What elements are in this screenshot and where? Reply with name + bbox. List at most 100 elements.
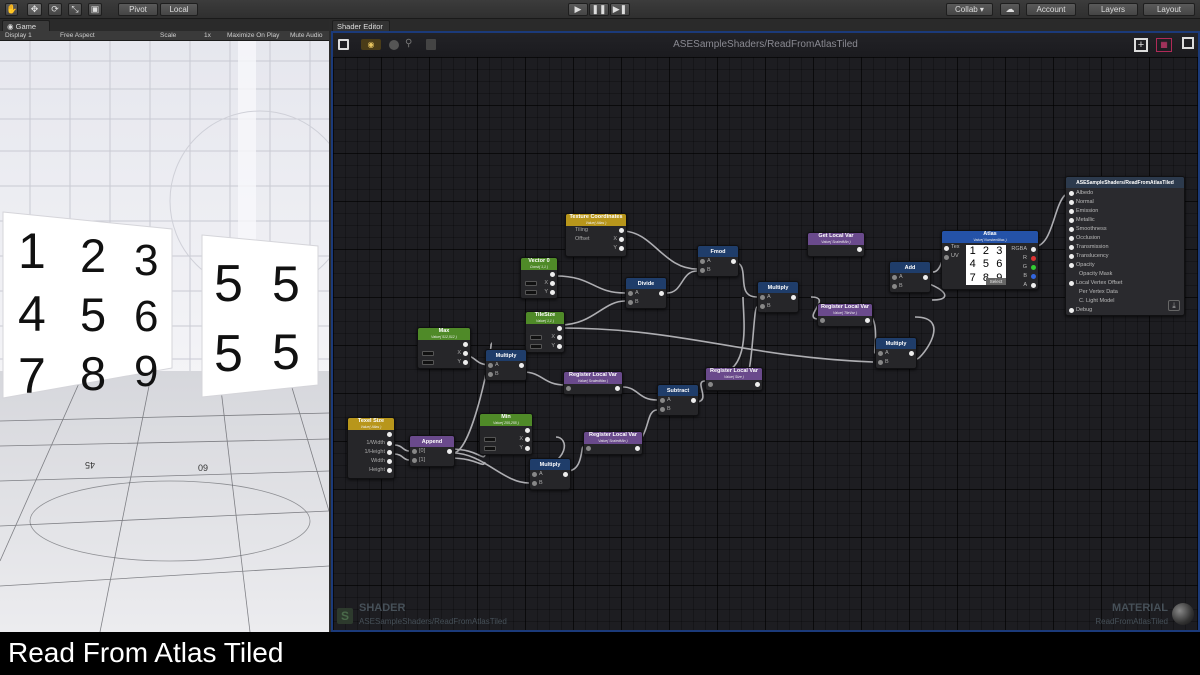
output-port-row[interactable]: Opacity xyxy=(1066,261,1184,270)
input-pin[interactable] xyxy=(760,295,765,300)
output-pin[interactable] xyxy=(387,459,392,464)
input-pin[interactable] xyxy=(628,300,633,305)
mute-audio-toggle[interactable]: Mute Audio xyxy=(290,32,323,39)
add-node-icon[interactable]: + xyxy=(1134,38,1148,52)
output-pin[interactable] xyxy=(387,441,392,446)
open-file-icon[interactable] xyxy=(426,39,436,50)
output-pin[interactable] xyxy=(755,382,760,387)
output-pin[interactable] xyxy=(463,342,468,347)
output-pin[interactable] xyxy=(550,290,555,295)
input-pin[interactable] xyxy=(1069,236,1074,241)
input-pin[interactable] xyxy=(488,372,493,377)
output-port-row[interactable]: Per Vertex Data xyxy=(1066,288,1184,297)
display-dropdown[interactable]: Display 1 xyxy=(5,32,32,39)
maximize-on-play-toggle[interactable]: Maximize On Play xyxy=(227,32,280,39)
tab-shader-editor[interactable]: Shader Editor xyxy=(332,20,390,32)
output-pin[interactable] xyxy=(615,386,620,391)
output-pin[interactable] xyxy=(519,363,524,368)
input-pin[interactable] xyxy=(1069,200,1074,205)
output-pin[interactable] xyxy=(557,344,562,349)
output-pin[interactable] xyxy=(923,275,928,280)
value-field[interactable] xyxy=(530,344,542,349)
value-field[interactable] xyxy=(525,290,537,295)
input-pin[interactable] xyxy=(586,446,591,451)
input-pin[interactable] xyxy=(660,398,665,403)
output-pin[interactable] xyxy=(1031,247,1036,252)
output-pin[interactable] xyxy=(857,247,862,252)
input-pin[interactable] xyxy=(660,407,665,412)
value-field[interactable] xyxy=(530,335,542,340)
collab-dropdown[interactable]: Collab ▾ xyxy=(946,3,993,16)
output-pin[interactable] xyxy=(557,335,562,340)
add-node[interactable]: Add A B xyxy=(889,261,931,293)
multiply-node[interactable]: Multiply A B xyxy=(529,458,571,490)
layout-dropdown[interactable]: Layout xyxy=(1143,3,1195,16)
input-pin[interactable] xyxy=(878,360,883,365)
scale-value[interactable]: 1x xyxy=(204,32,211,39)
input-pin[interactable] xyxy=(1069,209,1074,214)
output-pin[interactable] xyxy=(909,351,914,356)
output-pin[interactable] xyxy=(463,351,468,356)
input-pin[interactable] xyxy=(1069,299,1074,304)
preview-sphere-icon[interactable] xyxy=(389,40,399,50)
move-tool-button[interactable]: ✥ xyxy=(27,3,42,16)
select-texture-button[interactable]: Select xyxy=(986,278,1006,285)
output-port-row[interactable]: Opacity Mask xyxy=(1066,270,1184,279)
input-pin[interactable] xyxy=(892,275,897,280)
input-pin[interactable] xyxy=(944,246,949,251)
output-port-row[interactable]: Transmission xyxy=(1066,243,1184,252)
output-pin[interactable] xyxy=(525,437,530,442)
scale-tool-button[interactable]: ⤡ xyxy=(68,3,82,16)
output-pin[interactable] xyxy=(619,246,624,251)
value-field[interactable] xyxy=(422,360,434,365)
input-pin[interactable] xyxy=(1069,218,1074,223)
divide-node[interactable]: Divide A B xyxy=(625,277,667,309)
input-pin[interactable] xyxy=(412,458,417,463)
input-pin[interactable] xyxy=(1069,254,1074,259)
output-pin[interactable] xyxy=(731,259,736,264)
output-pin[interactable] xyxy=(447,449,452,454)
toggle-panel-icon[interactable] xyxy=(1182,37,1194,49)
output-pin[interactable] xyxy=(635,446,640,451)
fmod-node[interactable]: Fmod A B xyxy=(697,245,739,277)
output-port-row[interactable]: Occlusion xyxy=(1066,234,1184,243)
output-port-row[interactable]: Debug xyxy=(1066,306,1184,315)
input-pin[interactable] xyxy=(566,386,571,391)
input-pin[interactable] xyxy=(1069,227,1074,232)
output-port-row[interactable]: Metallic xyxy=(1066,216,1184,225)
value-field[interactable] xyxy=(422,351,434,356)
tab-game[interactable]: ◉ Game xyxy=(2,20,50,32)
aspect-dropdown[interactable]: Free Aspect xyxy=(60,32,95,39)
output-pin[interactable] xyxy=(619,237,624,242)
output-pin[interactable] xyxy=(525,428,530,433)
layers-dropdown[interactable]: Layers xyxy=(1088,3,1138,16)
input-pin[interactable] xyxy=(532,481,537,486)
multiply-node[interactable]: Multiply A B xyxy=(875,337,917,369)
input-pin[interactable] xyxy=(1069,263,1074,268)
input-pin[interactable] xyxy=(820,318,825,323)
maximize-panel-icon[interactable] xyxy=(338,39,349,50)
output-port-row[interactable]: Translucency xyxy=(1066,252,1184,261)
input-pin[interactable] xyxy=(1069,308,1074,313)
save-icon[interactable]: ◉ xyxy=(361,39,381,50)
output-port-row[interactable]: C. Light Model xyxy=(1066,297,1184,306)
local-toggle[interactable]: Local xyxy=(160,3,198,16)
input-pin[interactable] xyxy=(892,284,897,289)
output-port-row[interactable]: Local Vertex Offset xyxy=(1066,279,1184,288)
output-pin[interactable] xyxy=(550,281,555,286)
account-dropdown[interactable]: Account xyxy=(1026,3,1076,16)
input-pin[interactable] xyxy=(760,304,765,309)
output-pin[interactable] xyxy=(387,468,392,473)
output-pin[interactable] xyxy=(865,318,870,323)
output-port-row[interactable]: Normal xyxy=(1066,198,1184,207)
